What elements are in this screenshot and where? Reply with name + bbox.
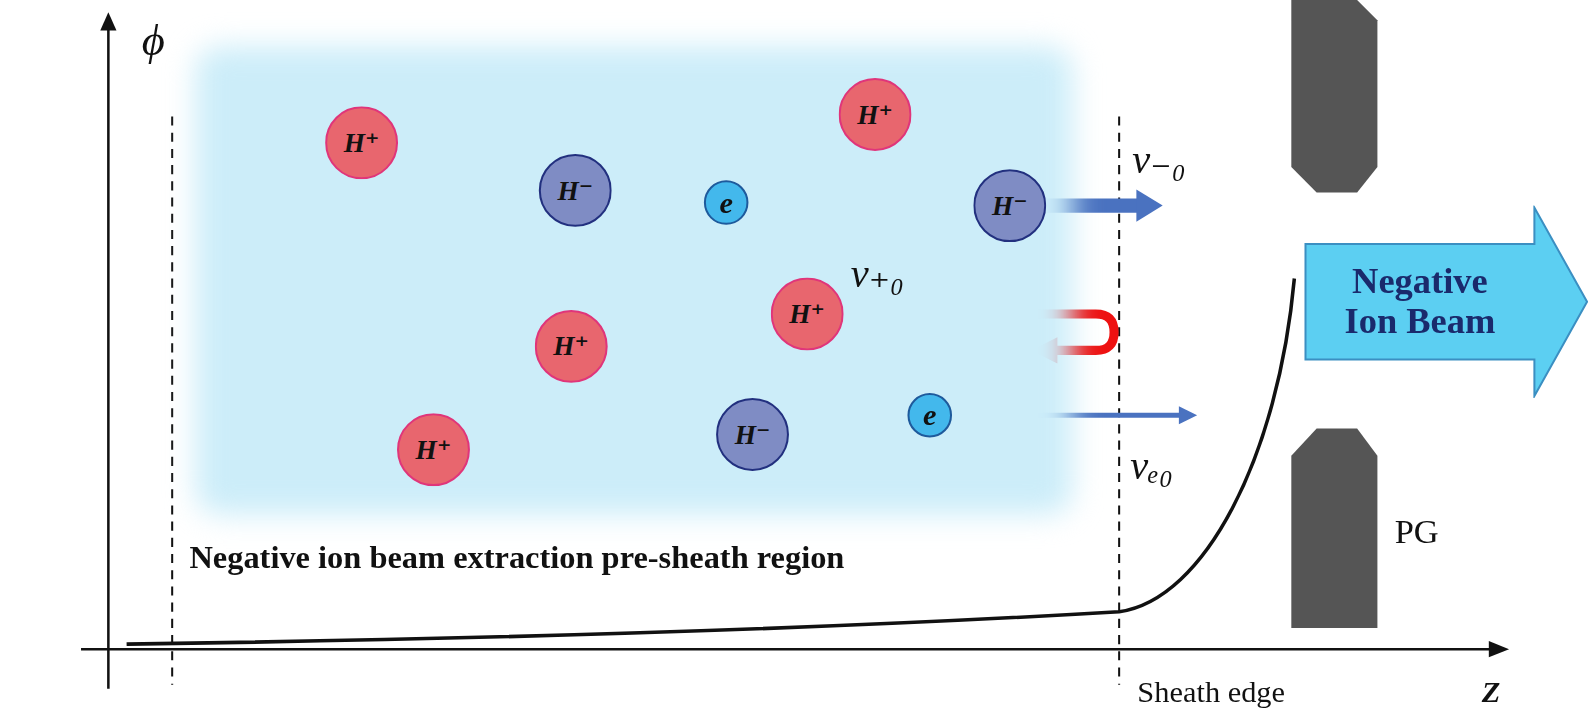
electron-circle: e <box>704 180 749 225</box>
velocity-label: v₊₀ <box>851 253 904 294</box>
velocity-label: v₋₀ <box>1132 140 1185 181</box>
particle-symbol: H⁺ <box>416 436 452 463</box>
pre-sheath-region: Negative ion beam extraction pre-sheath … <box>177 41 1104 583</box>
region-label: Negative ion beam extraction pre-sheath … <box>189 541 844 573</box>
beam-label: Negative Ion Beam <box>1324 262 1516 342</box>
particle-symbol: H⁻ <box>557 177 593 204</box>
velocity-label: vₑ₀ <box>1130 446 1173 487</box>
negative-ion-circle: H⁻ <box>539 154 612 227</box>
z-axis <box>81 648 1497 651</box>
particle-symbol: H⁺ <box>857 101 893 128</box>
positive-ion-circle: H⁺ <box>771 278 844 351</box>
plasma-grid-electrode <box>1291 0 1377 192</box>
electron-circle: e <box>907 393 952 438</box>
particle-symbol: H⁺ <box>553 333 589 360</box>
axis-head <box>100 12 116 30</box>
beam-text-box: Negative Ion Beam <box>1305 244 1534 359</box>
region-shading <box>195 47 1072 515</box>
negative-ion-circle: H⁻ <box>973 169 1046 242</box>
particle-symbol: e <box>923 400 936 430</box>
axis-head <box>1489 641 1509 657</box>
positive-ion-circle: H⁺ <box>839 78 912 151</box>
positive-ion-circle: H⁺ <box>397 413 470 486</box>
negative-ion-circle: H⁻ <box>716 398 789 471</box>
particle-symbol: H⁺ <box>789 300 825 327</box>
dashed-boundary <box>171 116 173 684</box>
particle-symbol: H⁺ <box>344 129 380 156</box>
positive-ion-circle: H⁺ <box>325 106 398 179</box>
positive-ion-circle: H⁺ <box>535 310 608 383</box>
phi-axis <box>107 22 110 688</box>
particle-symbol: H⁻ <box>992 192 1028 219</box>
axis-label: ϕ <box>142 18 165 63</box>
particle-symbol: H⁻ <box>735 421 771 448</box>
plasma-grid-electrode <box>1291 428 1377 628</box>
velocity-arrow-head <box>1136 189 1162 221</box>
axis-note: Sheath edge <box>1137 677 1285 707</box>
electrode-label: PG <box>1395 515 1439 549</box>
axis-label: Z <box>1482 677 1501 707</box>
velocity-arrow-head <box>1179 406 1197 424</box>
particle-symbol: e <box>719 187 732 217</box>
beam-arrow: Negative Ion Beam <box>1303 206 1588 398</box>
